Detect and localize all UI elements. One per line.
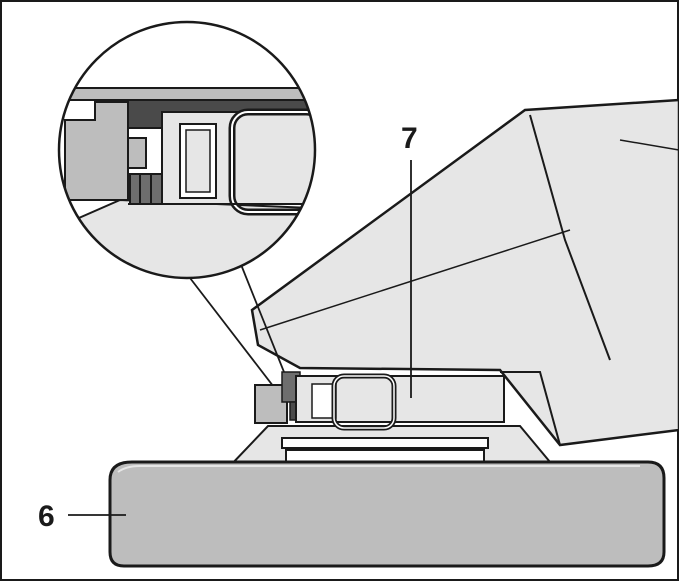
callout-6-label: 6: [38, 500, 55, 533]
guard-clamp-assembly: [254, 371, 505, 424]
callout-6: 6: [38, 500, 126, 533]
grinder-housing: [250, 98, 679, 447]
guard-clamp-band: [331, 373, 397, 431]
callout-7: 7: [401, 122, 418, 398]
callout-7-label: 7: [401, 122, 418, 155]
zoom-leader-lines: [189, 261, 293, 396]
protective-guard: [108, 460, 666, 568]
